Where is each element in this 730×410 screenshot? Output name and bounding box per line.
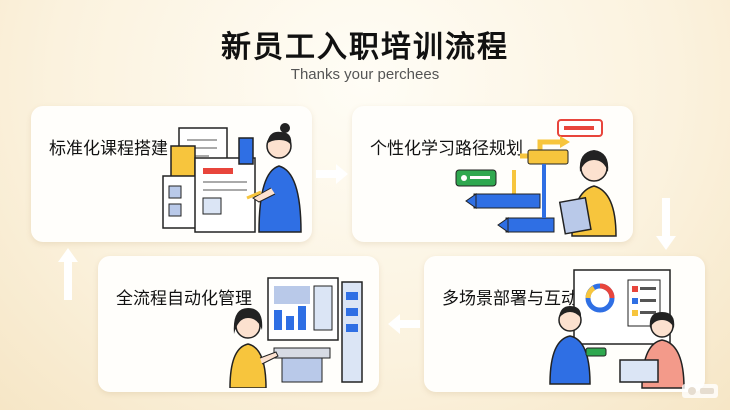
arrow-right-icon: [316, 164, 348, 184]
arrow-left-icon: [388, 314, 420, 334]
step-label: 个性化学习路径规划: [370, 139, 523, 159]
step-card-learning-path: 个性化学习路径规划: [352, 106, 633, 242]
woman-with-documents-illustration: [162, 123, 302, 233]
step-card-automation-management: 全流程自动化管理: [98, 256, 379, 392]
step-label: 全流程自动化管理: [116, 289, 252, 309]
arrow-down-icon: [656, 198, 676, 250]
two-people-at-dashboard-illustration: [549, 269, 685, 389]
woman-with-path-arrows-illustration: [455, 119, 617, 237]
step-label: 标准化课程搭建: [49, 139, 168, 159]
step-card-deployment-interaction: 多场景部署与互动: [424, 256, 705, 392]
woman-at-computer-illustration: [229, 277, 363, 388]
watermark-icon: [682, 384, 718, 398]
step-card-course-building: 标准化课程搭建: [31, 106, 312, 242]
step-label: 多场景部署与互动: [442, 289, 578, 309]
arrow-up-icon: [58, 248, 78, 300]
page-title: 新员工入职培训流程: [221, 30, 509, 65]
page-subtitle: Thanks your perchees: [290, 66, 440, 83]
